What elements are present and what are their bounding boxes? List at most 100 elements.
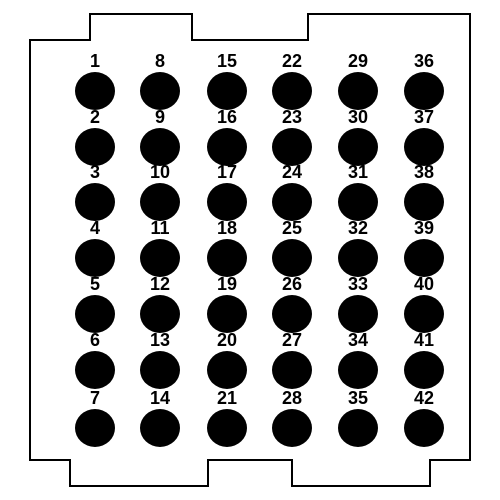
pin-label: 36 [414,51,434,71]
pin-contact [404,72,444,110]
pin-label: 29 [348,51,368,71]
pin-label: 6 [90,330,100,350]
pin-12: 12 [140,274,180,333]
pin-18: 18 [207,218,247,277]
pin-label: 2 [90,107,100,127]
pin-label: 38 [414,162,434,182]
pin-label: 18 [217,218,237,238]
pin-22: 22 [272,51,312,110]
pin-contact [404,295,444,333]
pin-31: 31 [338,162,378,221]
pin-contact [404,183,444,221]
pin-contact [404,128,444,166]
pin-label: 9 [155,107,165,127]
pin-26: 26 [272,274,312,333]
pin-label: 25 [282,218,302,238]
pin-contact [140,295,180,333]
pin-label: 12 [150,274,170,294]
pin-label: 8 [155,51,165,71]
pin-label: 40 [414,274,434,294]
pin-contact [207,409,247,447]
pin-contact [404,409,444,447]
pin-41: 41 [404,330,444,389]
pin-contact [272,409,312,447]
pin-label: 28 [282,388,302,408]
pin-contact [207,128,247,166]
pin-4: 4 [75,218,115,277]
pin-contact [338,72,378,110]
pin-contact [272,239,312,277]
pin-label: 26 [282,274,302,294]
pin-16: 16 [207,107,247,166]
pin-42: 42 [404,388,444,447]
pin-label: 41 [414,330,434,350]
pin-6: 6 [75,330,115,389]
pin-23: 23 [272,107,312,166]
pin-label: 17 [217,162,237,182]
pin-label: 30 [348,107,368,127]
pin-label: 7 [90,388,100,408]
pin-32: 32 [338,218,378,277]
pin-contact [338,295,378,333]
pin-contact [75,351,115,389]
pin-contact [75,409,115,447]
pin-label: 22 [282,51,302,71]
pin-contact [404,351,444,389]
pin-contact [207,295,247,333]
pin-label: 33 [348,274,368,294]
pin-label: 3 [90,162,100,182]
pin-39: 39 [404,218,444,277]
pin-37: 37 [404,107,444,166]
connector-housing-outline [29,13,471,487]
pin-contact [75,72,115,110]
pin-33: 33 [338,274,378,333]
pins-group: 1234567891011121314151617181920212223242… [75,51,444,447]
pin-13: 13 [140,330,180,389]
pin-20: 20 [207,330,247,389]
pin-contact [404,239,444,277]
pin-contact [272,72,312,110]
pin-24: 24 [272,162,312,221]
pin-contact [75,128,115,166]
pin-14: 14 [140,388,180,447]
pin-label: 15 [217,51,237,71]
pin-label: 19 [217,274,237,294]
pin-contact [207,72,247,110]
pin-label: 13 [150,330,170,350]
pin-34: 34 [338,330,378,389]
pin-35: 35 [338,388,378,447]
pin-25: 25 [272,218,312,277]
pin-label: 37 [414,107,434,127]
pin-contact [272,351,312,389]
pin-label: 35 [348,388,368,408]
pin-label: 27 [282,330,302,350]
pin-label: 21 [217,388,237,408]
pin-label: 31 [348,162,368,182]
pin-28: 28 [272,388,312,447]
pin-1: 1 [75,51,115,110]
pin-8: 8 [140,51,180,110]
pin-contact [272,295,312,333]
pin-contact [338,128,378,166]
pin-27: 27 [272,330,312,389]
pin-38: 38 [404,162,444,221]
pin-label: 23 [282,107,302,127]
pin-30: 30 [338,107,378,166]
pin-2: 2 [75,107,115,166]
pin-label: 32 [348,218,368,238]
pin-15: 15 [207,51,247,110]
pin-contact [207,183,247,221]
pin-9: 9 [140,107,180,166]
pin-label: 5 [90,274,100,294]
pin-36: 36 [404,51,444,110]
pin-17: 17 [207,162,247,221]
pin-5: 5 [75,274,115,333]
pin-label: 34 [348,330,368,350]
pin-label: 16 [217,107,237,127]
pin-contact [207,239,247,277]
pin-contact [140,239,180,277]
pin-label: 42 [414,388,434,408]
pin-label: 4 [90,218,100,238]
pin-contact [75,239,115,277]
